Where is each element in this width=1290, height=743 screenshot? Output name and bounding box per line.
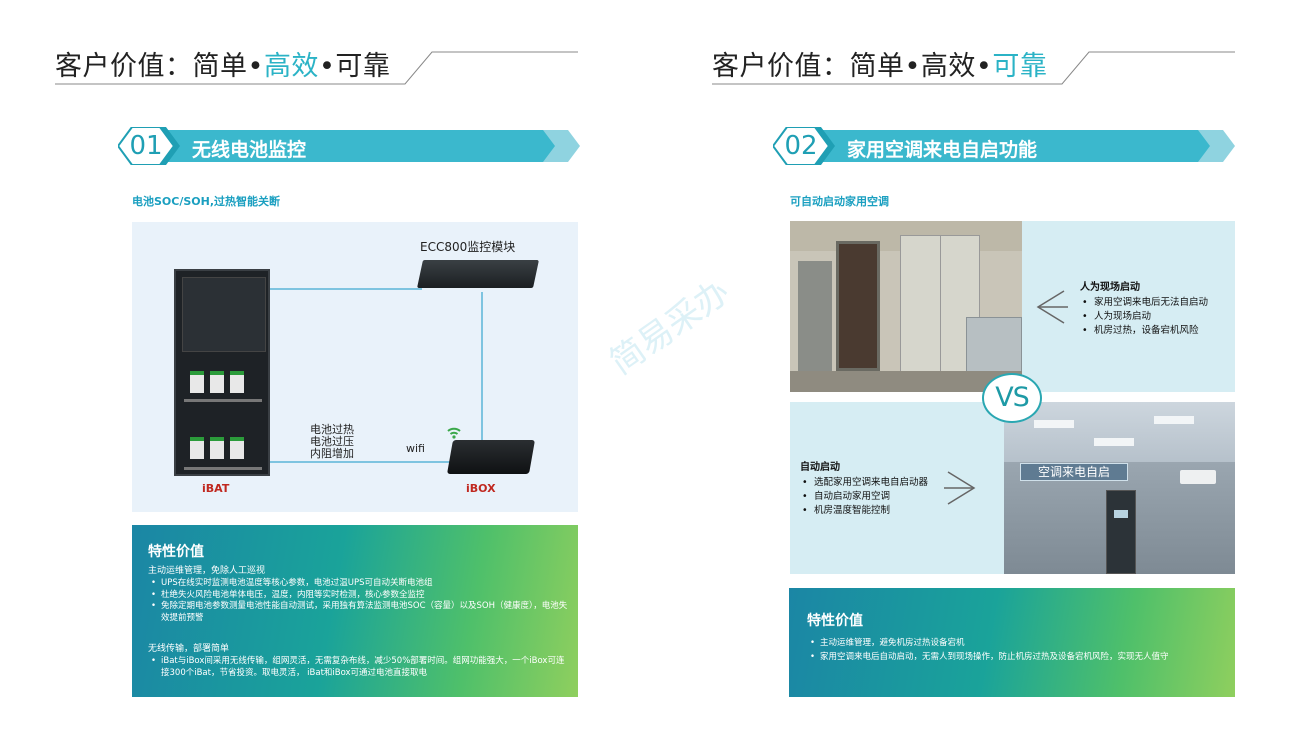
battery-alert-labels: 电池过热 电池过压 内阻增加	[310, 424, 354, 460]
ibox-device-image	[447, 440, 535, 474]
auto-start-item: 机房温度智能控制	[800, 504, 928, 518]
title-part: 客户价值：简单•高效•	[712, 51, 993, 82]
title-part: •可靠	[318, 51, 391, 82]
section-number: 02	[784, 131, 818, 161]
feature-value-box: 特性价值 主动运维管理，避免机房过热设备宕机 家用空调来电后自动启动，无需人到现…	[789, 588, 1235, 697]
page-title: 客户价值：简单•高效•可靠	[55, 44, 390, 83]
server-room-photo	[790, 221, 1022, 392]
feature-bullet: UPS在线实时监测电池温度等核心参数，电池过温UPS可自动关断电池组	[148, 578, 568, 590]
manual-start-item: 家用空调来电后无法自启动	[1080, 296, 1208, 310]
feature-section-heading: 主动运维管理，免除人工巡视	[148, 566, 266, 576]
feature-bullets-2: iBat与iBox间采用无线传输，组网灵活，无需复杂布线，减少50%部署时间。组…	[148, 656, 568, 679]
battery-monitor-diagram: ECC800监控模块 电池过热 电池过压 内阻增加 wifi iBAT iBOX	[132, 222, 578, 512]
banner-shape	[118, 127, 580, 165]
section-number: 01	[129, 131, 163, 161]
manual-start-item: 机房过热，设备宕机风险	[1080, 324, 1208, 338]
ac-auto-start-photo: 空调来电自启	[1004, 402, 1235, 574]
left-slide: 客户价值：简单•高效•可靠 01 无线电池监控 电池SOC/SOH,过热智能关断	[0, 0, 645, 743]
feature-bullet: 主动运维管理，避免机房过热设备宕机	[807, 636, 1227, 650]
feature-bullet: iBat与iBox间采用无线传输，组网灵活，无需复杂布线，减少50%部署时间。组…	[148, 656, 568, 679]
battery-cell	[190, 371, 204, 393]
battery-cell	[230, 371, 244, 393]
title-part: 客户价值：简单•	[55, 51, 264, 82]
section-subhead: 电池SOC/SOH,过热智能关断	[132, 195, 281, 208]
ecc800-label: ECC800监控模块	[420, 240, 516, 254]
manual-start-item: 人为现场启动	[1080, 310, 1208, 324]
banner-shape	[773, 127, 1235, 165]
alert-overheat: 电池过热	[310, 423, 354, 436]
feature-value-title: 特性价值	[807, 613, 863, 629]
ac-sign-text: 空调来电自启	[1020, 463, 1128, 481]
right-slide: 客户价值：简单•高效•可靠 02 家用空调来电自启功能 可自动启动家用空调	[645, 0, 1290, 743]
auto-start-item: 自动启动家用空调	[800, 490, 928, 504]
ibox-label: iBOX	[466, 482, 496, 495]
ibat-battery-rack	[174, 269, 270, 476]
arrow-left-icon	[1036, 290, 1068, 324]
battery-cell	[210, 437, 224, 459]
battery-cell	[210, 371, 224, 393]
auto-start-title: 自动启动	[800, 462, 840, 473]
wifi-label: wifi	[406, 442, 425, 455]
feature-value-box: 特性价值 主动运维管理，免除人工巡视 UPS在线实时监测电池温度等核心参数，电池…	[132, 525, 578, 697]
title-underline	[712, 51, 1235, 85]
rack-shelf	[184, 399, 262, 402]
ecc800-module-image	[417, 260, 539, 288]
section-subhead: 可自动启动家用空调	[790, 195, 889, 208]
manual-start-panel: 人为现场启动 家用空调来电后无法自启动 人为现场启动 机房过热，设备宕机风险	[1022, 221, 1235, 392]
feature-bullet: 杜绝失火风险电池单体电压，温度，内阻等实时检测，核心参数全监控	[148, 590, 568, 602]
rack-shelf	[184, 467, 262, 470]
title-highlight: 可靠	[992, 51, 1048, 82]
page-title: 客户价值：简单•高效•可靠	[712, 44, 1047, 83]
feature-bullets-1: UPS在线实时监测电池温度等核心参数，电池过温UPS可自动关断电池组 杜绝失火风…	[148, 578, 568, 624]
feature-bullets: 主动运维管理，避免机房过热设备宕机 家用空调来电后自动启动，无需人到现场操作，防…	[807, 636, 1227, 664]
battery-cell	[230, 437, 244, 459]
title-underline	[55, 51, 578, 85]
title-highlight: 高效	[263, 51, 319, 82]
alert-overvoltage: 电池过压	[310, 435, 354, 448]
ibat-label: iBAT	[202, 482, 230, 495]
alert-resistance: 内阻增加	[310, 447, 354, 460]
section-banner: 01 无线电池监控	[118, 127, 580, 165]
auto-start-item: 选配家用空调来电自启动器	[800, 476, 928, 490]
battery-cell	[190, 437, 204, 459]
feature-section-heading: 无线传输，部署简单	[148, 644, 230, 654]
feature-value-title: 特性价值	[148, 544, 204, 560]
wifi-icon	[447, 427, 461, 439]
arrow-right-icon	[944, 471, 976, 505]
auto-start-list: 选配家用空调来电自启动器 自动启动家用空调 机房温度智能控制	[800, 476, 928, 518]
section-banner: 02 家用空调来电自启功能	[773, 127, 1235, 165]
rack-door	[182, 277, 266, 352]
vs-badge: VS	[982, 373, 1042, 423]
feature-bullet: 家用空调来电后自动启动，无需人到现场操作，防止机房过热及设备宕机风险，实现无人值…	[807, 650, 1227, 664]
manual-start-title: 人为现场启动	[1080, 282, 1140, 293]
manual-start-list: 家用空调来电后无法自启动 人为现场启动 机房过热，设备宕机风险	[1080, 296, 1208, 338]
section-title: 无线电池监控	[192, 139, 307, 161]
auto-start-panel: 自动启动 选配家用空调来电自启动器 自动启动家用空调 机房温度智能控制	[790, 402, 1004, 574]
section-title: 家用空调来电自启功能	[847, 139, 1038, 161]
feature-bullet: 免除定期电池参数测量电池性能自动测试，采用独有算法监测电池SOC（容量）以及SO…	[148, 601, 568, 624]
